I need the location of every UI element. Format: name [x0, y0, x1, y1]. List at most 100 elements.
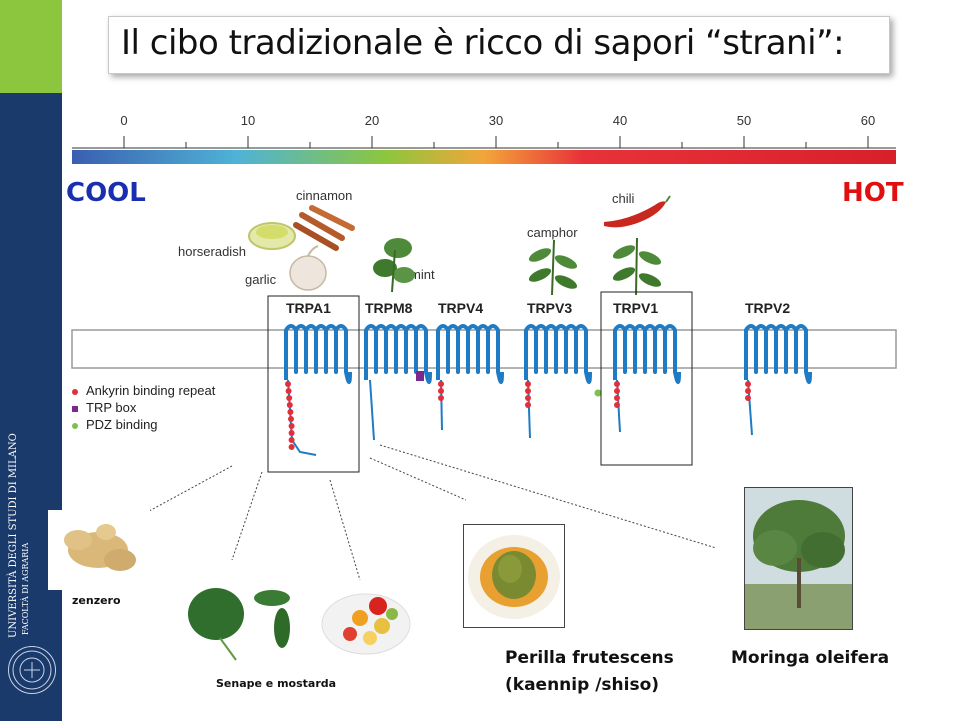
transmembrane-domain	[364, 324, 432, 384]
ankyrin-repeat-marker	[745, 388, 751, 394]
channel-label-trpv3: TRPV3	[527, 300, 573, 316]
transmembrane-domain	[284, 324, 352, 384]
label-cinnamon: cinnamon	[296, 188, 353, 203]
label-horseradish: horseradish	[178, 244, 246, 259]
scale-tick-label: 40	[612, 113, 628, 128]
temperature-scale	[72, 136, 896, 164]
ankyrin-repeat-marker	[286, 395, 293, 401]
callout-line-zenzero	[139, 465, 233, 517]
callout-line-senape	[231, 471, 263, 561]
hot-label: HOT	[842, 178, 904, 208]
trpa1-highlight-box	[267, 295, 360, 473]
pdz-legend-icon	[72, 422, 78, 429]
channel-label-trpa1: TRPA1	[286, 300, 331, 316]
caption-moringa: Moringa oleifera	[731, 648, 890, 668]
ankyrin-repeat-marker	[525, 402, 531, 408]
scale-tick-label: 60	[860, 113, 876, 128]
horseradish-icon	[248, 222, 296, 250]
chili-plant-icon	[612, 237, 662, 296]
sidebar-accent	[0, 0, 62, 93]
label-chili: chili	[612, 191, 635, 206]
perilla-image	[463, 524, 565, 628]
ankyrin-repeat-marker	[525, 395, 531, 401]
caption-perilla-common: (kaennip /shiso)	[505, 675, 660, 695]
label-camphor: camphor	[527, 225, 578, 240]
caption-perilla-name: Perilla frutescens	[505, 648, 674, 668]
ankyrin-repeat-marker	[614, 402, 620, 408]
cool-label: COOL	[66, 178, 146, 208]
trp-box-legend-icon	[72, 405, 78, 412]
channel-trpv4	[436, 324, 504, 431]
channel-trpv1	[613, 324, 681, 433]
scale-tick-label: 10	[240, 113, 256, 128]
mint-icon	[373, 238, 415, 293]
university-seal-icon	[8, 646, 56, 694]
channel-trpv3	[524, 324, 602, 439]
agent-illustrations	[248, 195, 671, 296]
channel-trpv2	[744, 324, 812, 436]
n-terminal-tail	[369, 379, 375, 441]
ankyrin-repeat-marker	[287, 409, 294, 415]
university-name: UNIVERSITÀ DEGLI STUDI DI MILANO	[7, 433, 19, 638]
n-terminal-tail	[440, 379, 443, 431]
ankyrin-repeat-marker	[438, 381, 444, 387]
label-mint: mint	[410, 267, 435, 282]
channel-label-trpm8: TRPM8	[365, 300, 413, 316]
channel-label-trpv2: TRPV2	[745, 300, 791, 316]
title-box: Il cibo tradizionale è ricco di sapori “…	[108, 16, 890, 74]
transmembrane-domain	[613, 324, 681, 384]
page-title: Il cibo tradizionale è ricco di sapori “…	[121, 23, 845, 63]
callout-line-perilla	[369, 457, 467, 501]
ankyrin-repeat-marker	[288, 430, 295, 436]
cinnamon-icon	[293, 205, 355, 251]
ankyrin-repeat-marker	[525, 388, 531, 394]
chili-icon	[604, 195, 671, 228]
ankyrin-legend-icon	[72, 388, 78, 395]
ankyrin-repeat-marker	[288, 437, 295, 443]
scale-tick-label: 0	[120, 113, 128, 128]
university-logo-text: UNIVERSITÀ DEGLI STUDI DI MILANO FACOLTÀ…	[7, 433, 30, 638]
pdz-binding-marker	[594, 389, 602, 397]
callout-line-moringa	[379, 444, 717, 549]
moringa-image	[744, 487, 853, 630]
ginger-image	[48, 510, 150, 590]
ankyrin-repeat-marker	[614, 395, 620, 401]
legend-pdz: PDZ binding	[72, 417, 158, 432]
mostarda-image	[320, 584, 412, 660]
caption-zenzero: zenzero	[72, 594, 121, 607]
transmembrane-domain	[744, 324, 812, 384]
scale-tick-label: 50	[736, 113, 752, 128]
temperature-gradient-bar	[72, 150, 896, 164]
ankyrin-repeat-marker	[614, 381, 620, 387]
mustard-greens-image	[180, 574, 304, 664]
sidebar: UNIVERSITÀ DEGLI STUDI DI MILANO FACOLTÀ…	[0, 0, 62, 721]
ankyrin-repeat-marker	[614, 388, 620, 394]
faculty-name: FACOLTÀ DI AGRARIA	[21, 543, 30, 635]
channel-label-trpv1: TRPV1	[613, 300, 659, 316]
camphor-icon	[528, 239, 578, 296]
label-garlic: garlic	[245, 272, 277, 287]
trp-box-marker	[416, 371, 424, 381]
scale-tick-label: 20	[364, 113, 380, 128]
ankyrin-repeat-marker	[438, 388, 444, 394]
legend-ankyrin: Ankyrin binding repeat	[72, 383, 215, 398]
ankyrin-repeat-marker	[286, 402, 293, 408]
ankyrin-repeat-marker	[745, 395, 751, 401]
garlic-icon	[289, 245, 327, 291]
ankyrin-repeat-marker	[288, 444, 295, 450]
scale-tick-marks	[123, 136, 869, 148]
channel-trpm8	[364, 324, 432, 441]
ankyrin-repeat-marker	[285, 388, 292, 394]
trpv1-highlight-box	[600, 291, 693, 466]
transmembrane-domain	[524, 324, 592, 384]
channel-trpa1	[284, 324, 352, 456]
cell-membrane	[71, 329, 897, 369]
ankyrin-repeat-marker	[285, 381, 291, 387]
ankyrin-repeat-marker	[525, 381, 531, 387]
caption-senape: Senape e mostarda	[216, 677, 337, 690]
ankyrin-repeat-marker	[288, 423, 295, 429]
ankyrin-repeat-marker	[438, 395, 444, 401]
legend-trp-box: TRP box	[72, 400, 136, 415]
channel-label-trpv4: TRPV4	[438, 300, 484, 316]
